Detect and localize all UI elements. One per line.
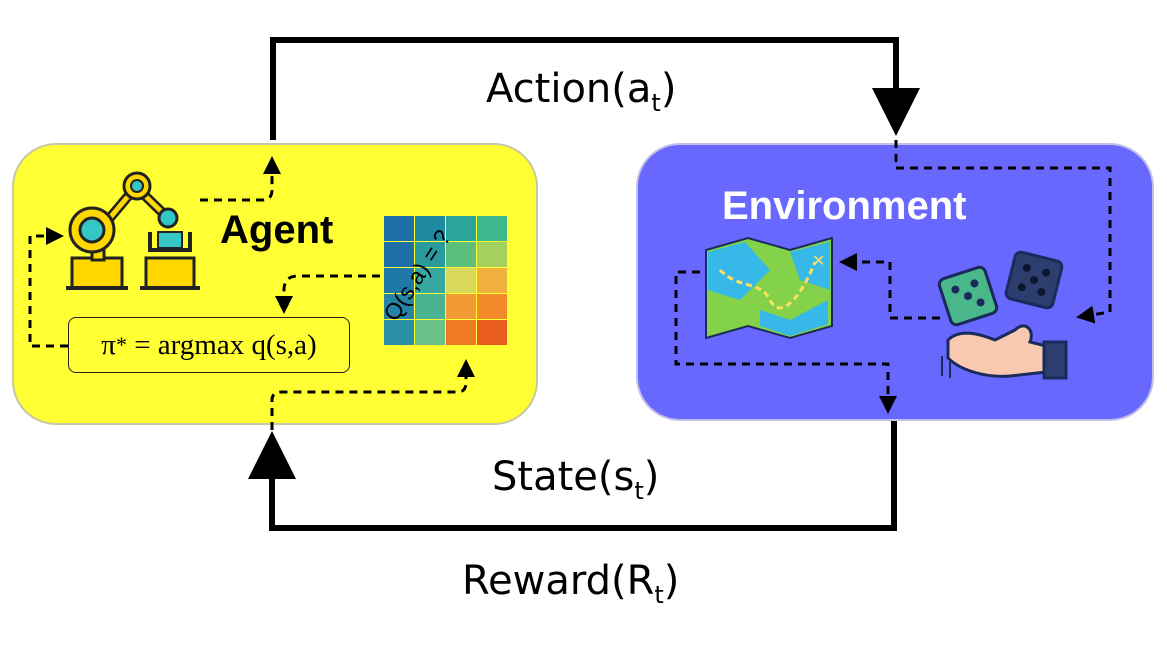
- heatmap-cell: [477, 242, 507, 267]
- agent-title: Agent: [220, 208, 334, 252]
- heatmap-cell: [446, 294, 476, 319]
- svg-text:✕: ✕: [812, 251, 825, 270]
- heatmap-cell: [415, 268, 445, 293]
- heatmap-cell: [446, 216, 476, 241]
- action-label: Action(at): [486, 66, 676, 117]
- robot-arm-icon: [66, 171, 200, 290]
- heatmap-cell: [384, 242, 414, 267]
- state-text: State(s: [492, 454, 635, 500]
- heatmap-cell: [415, 294, 445, 319]
- heatmap-cell: [477, 216, 507, 241]
- heatmap-cell: [384, 294, 414, 319]
- environment-title: Environment: [722, 184, 967, 228]
- policy-star: *: [115, 332, 127, 357]
- state-reward-arrow: [248, 420, 897, 531]
- action-subscript: t: [651, 89, 661, 117]
- reward-text: Reward(R: [462, 558, 655, 604]
- heatmap-cell: [446, 242, 476, 267]
- heatmap-cell: [384, 320, 414, 345]
- q-table-heatmap-icon: [384, 216, 507, 345]
- policy-formula: π* = argmax q(s,a): [68, 317, 350, 373]
- treasure-map-icon: ✕: [705, 236, 833, 340]
- environment-dashed-arrows: [674, 140, 1112, 414]
- state-close: ): [643, 454, 660, 500]
- heatmap-cell: [446, 320, 476, 345]
- reward-subscript: t: [654, 581, 664, 609]
- reward-label: Reward(Rt): [462, 558, 679, 609]
- agent-dashed-arrows: [28, 156, 475, 430]
- heatmap-cell: [477, 294, 507, 319]
- heatmap-cell: [415, 320, 445, 345]
- reward-close: ): [663, 558, 680, 604]
- hand-icon: [941, 324, 1068, 380]
- heatmap-cell: [446, 268, 476, 293]
- action-close: ): [660, 66, 677, 112]
- state-label: State(st): [492, 454, 659, 505]
- action-text: Action(a: [486, 66, 652, 112]
- policy-expression: = argmax q(s,a): [134, 328, 317, 361]
- dice-icon: [937, 250, 1064, 327]
- policy-pi: π: [101, 328, 116, 361]
- heatmap-cell: [415, 242, 445, 267]
- heatmap-cell: [477, 320, 507, 345]
- heatmap-cell: [477, 268, 507, 293]
- heatmap-cell: [415, 216, 445, 241]
- heatmap-cell: [384, 268, 414, 293]
- heatmap-cell: [384, 216, 414, 241]
- state-subscript: t: [634, 477, 644, 505]
